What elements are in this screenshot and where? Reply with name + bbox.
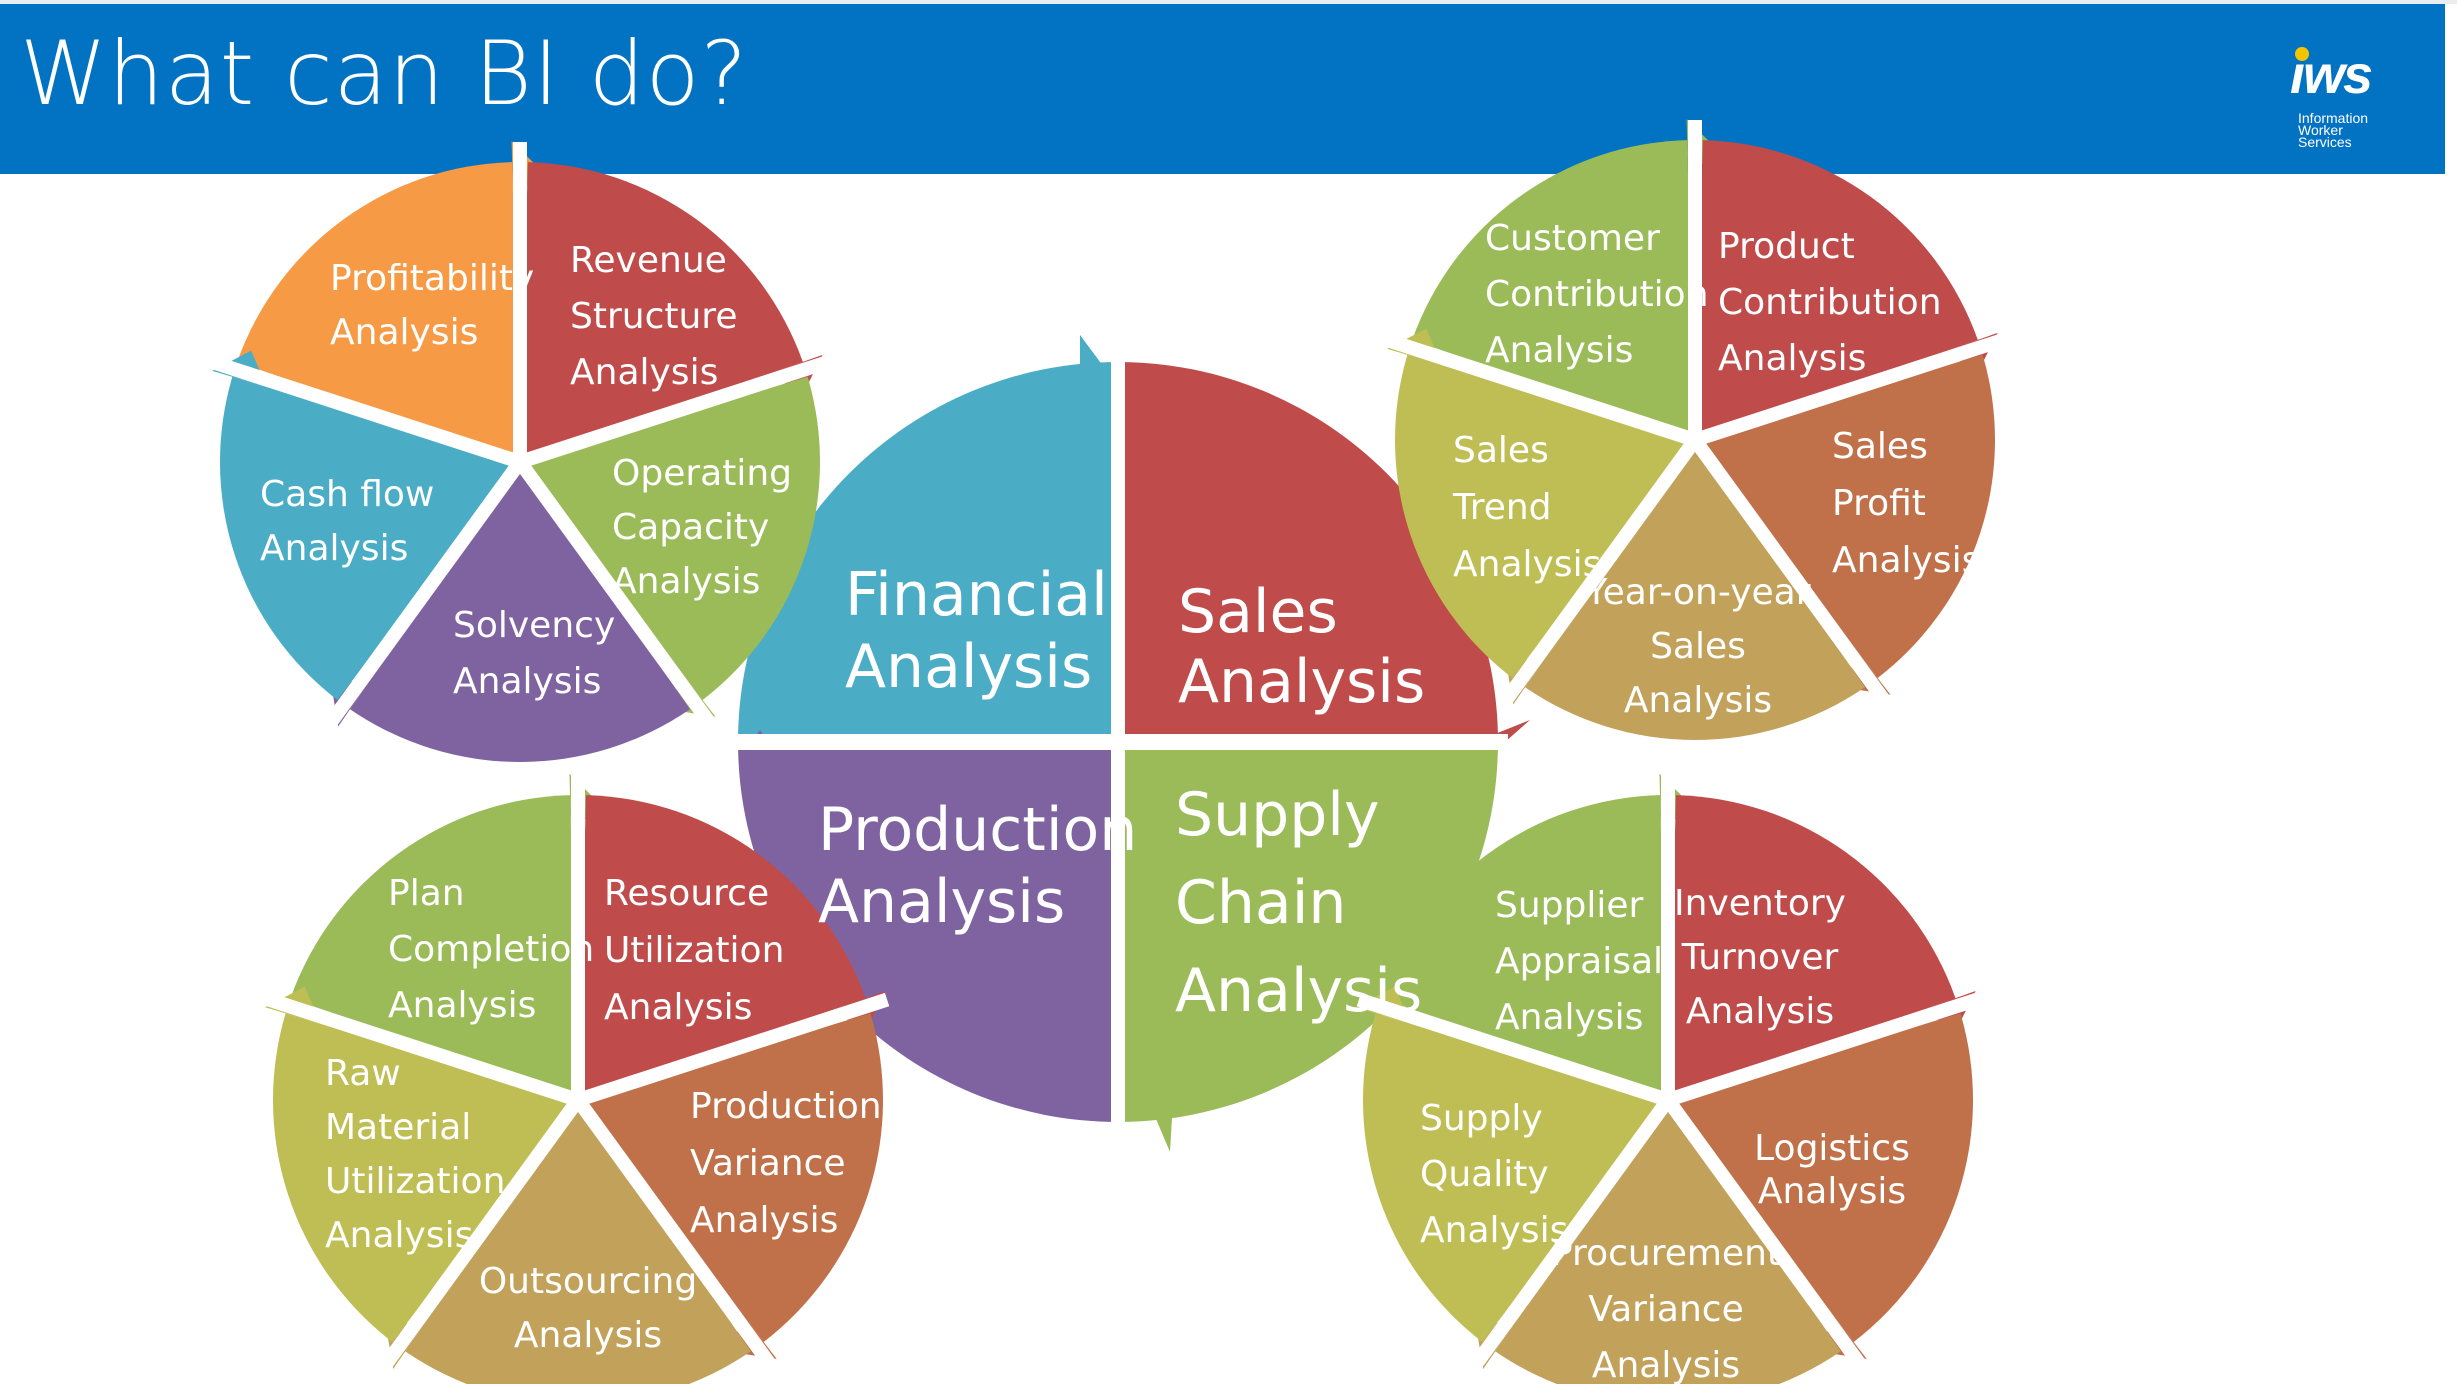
production-segment xyxy=(738,742,1118,1122)
production-cycle-divider xyxy=(572,1095,775,1368)
title-bar: What can BI do? iws Information Worker S… xyxy=(0,4,2445,174)
page-title: What can BI do? xyxy=(20,22,749,125)
production-cycle-resource-segment xyxy=(578,795,866,1100)
sales-cycle-divider xyxy=(1388,334,1698,447)
financial-cycle-divider xyxy=(514,457,714,725)
production-cycle-raw-segment xyxy=(273,1013,578,1342)
center-gap-horizontal xyxy=(728,734,1508,750)
production-cycle-divider xyxy=(381,1095,584,1368)
production-cycle-outsourcing-segment xyxy=(405,1100,751,1384)
supply-cycle-logistics-segment xyxy=(1668,1013,1974,1342)
financial-arrow xyxy=(1080,335,1112,380)
sales-cycle-divider xyxy=(1501,435,1701,703)
financial-cycle-solvency-segment xyxy=(350,462,690,762)
supply-cycle-divider xyxy=(1662,1095,1865,1368)
production-cycle-divider xyxy=(266,992,581,1107)
financial-segment xyxy=(738,362,1118,742)
supply-cycle-divider xyxy=(1356,992,1671,1107)
sales-cycle-yoy-segment xyxy=(1525,440,1865,740)
financial-cycle-divider xyxy=(213,356,523,469)
supply-cycle-divider xyxy=(1471,1095,1674,1368)
top-border xyxy=(0,0,2457,4)
financial-cycle-divider xyxy=(326,457,526,725)
supply-cycle-inventory-segment xyxy=(1668,795,1956,1100)
financial-cycle-cashflow-segment xyxy=(219,376,520,701)
sales-cycle-product-segment xyxy=(1695,140,1978,441)
logo-line: Services xyxy=(2298,134,2352,150)
supply-cycle-supplier-segment xyxy=(1380,795,1668,1100)
sales-cycle-divider xyxy=(1689,435,1889,703)
logo-text: Information Worker Services xyxy=(2298,110,2369,150)
logo-line: Worker xyxy=(2298,122,2343,138)
production-cycle-variance-segment xyxy=(578,1013,884,1342)
financial-cycle-operating-segment xyxy=(520,376,820,701)
supply-cycle-procurement-segment xyxy=(1495,1100,1841,1384)
financial-cycle-revenue-segment xyxy=(520,162,803,463)
financial-cycle-divider xyxy=(517,356,827,469)
logo-dot-icon xyxy=(2295,47,2309,61)
sales-cycle-customer-segment xyxy=(1412,140,1695,441)
production-cycle-plan-segment xyxy=(290,795,578,1100)
iws-logo: iws Information Worker Services xyxy=(2290,44,2410,159)
supply-chain-arrow xyxy=(1148,1100,1172,1152)
production-cycle-divider xyxy=(575,992,890,1107)
financial-cycle-profitability-segment xyxy=(237,162,520,463)
supply-cycle-quality-segment xyxy=(1363,1013,1668,1342)
sales-cycle-divider xyxy=(1692,334,2002,447)
supply-chain-segment xyxy=(1118,742,1498,1122)
supply-cycle-divider xyxy=(1665,992,1980,1107)
sales-segment xyxy=(1118,362,1498,742)
logo-line: Information xyxy=(2298,110,2369,126)
sales-cycle-profit-segment xyxy=(1695,354,1995,679)
sales-cycle-trend-segment xyxy=(1395,354,1695,679)
